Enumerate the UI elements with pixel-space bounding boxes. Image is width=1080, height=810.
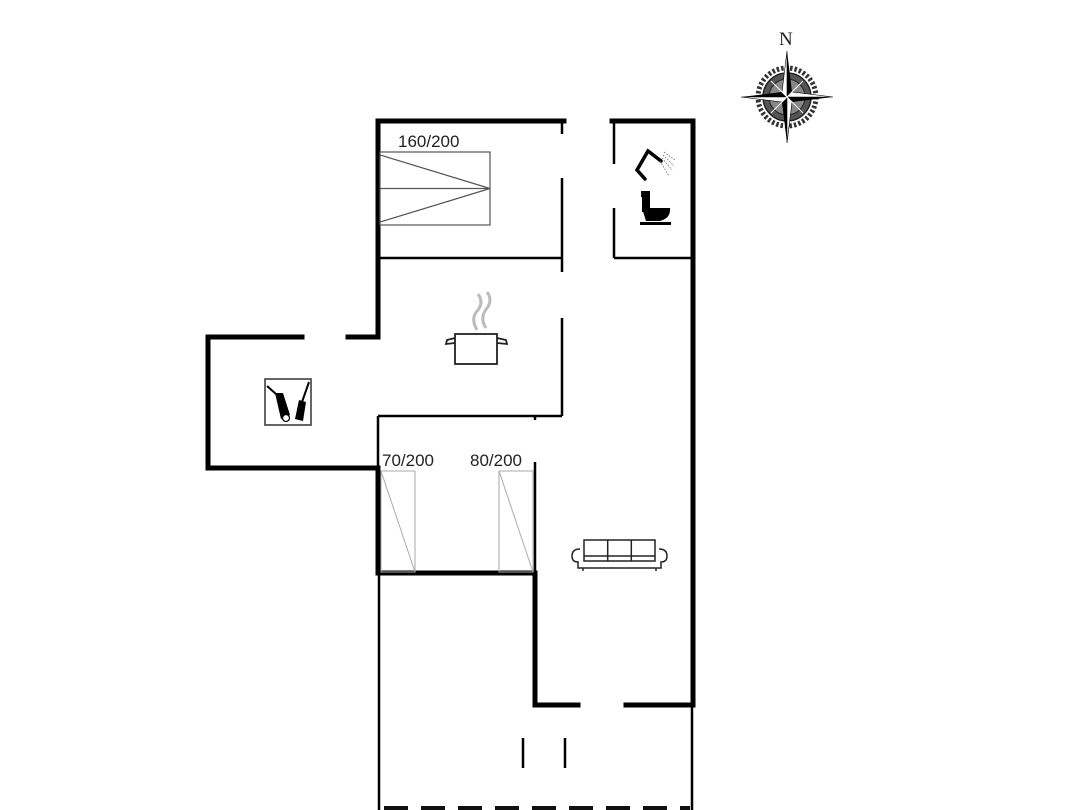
compass-north-label: N xyxy=(779,29,793,50)
cooking-pot-icon xyxy=(444,291,509,365)
exterior-walls xyxy=(205,118,696,708)
toilet-icon xyxy=(640,191,671,225)
single-bed-size-label-2: 80/200 xyxy=(470,451,522,470)
vacuum-broom-icon xyxy=(264,378,312,426)
shower-icon xyxy=(634,148,676,181)
single-bed-size-label-1: 70/200 xyxy=(382,451,434,470)
interior-walls xyxy=(376,121,694,810)
sofa-icon xyxy=(571,539,668,571)
double-bed-icon xyxy=(379,151,491,226)
single-bed-icon xyxy=(380,470,534,573)
compass-rose-icon xyxy=(740,50,834,144)
double-bed-size-label: 160/200 xyxy=(398,132,460,151)
